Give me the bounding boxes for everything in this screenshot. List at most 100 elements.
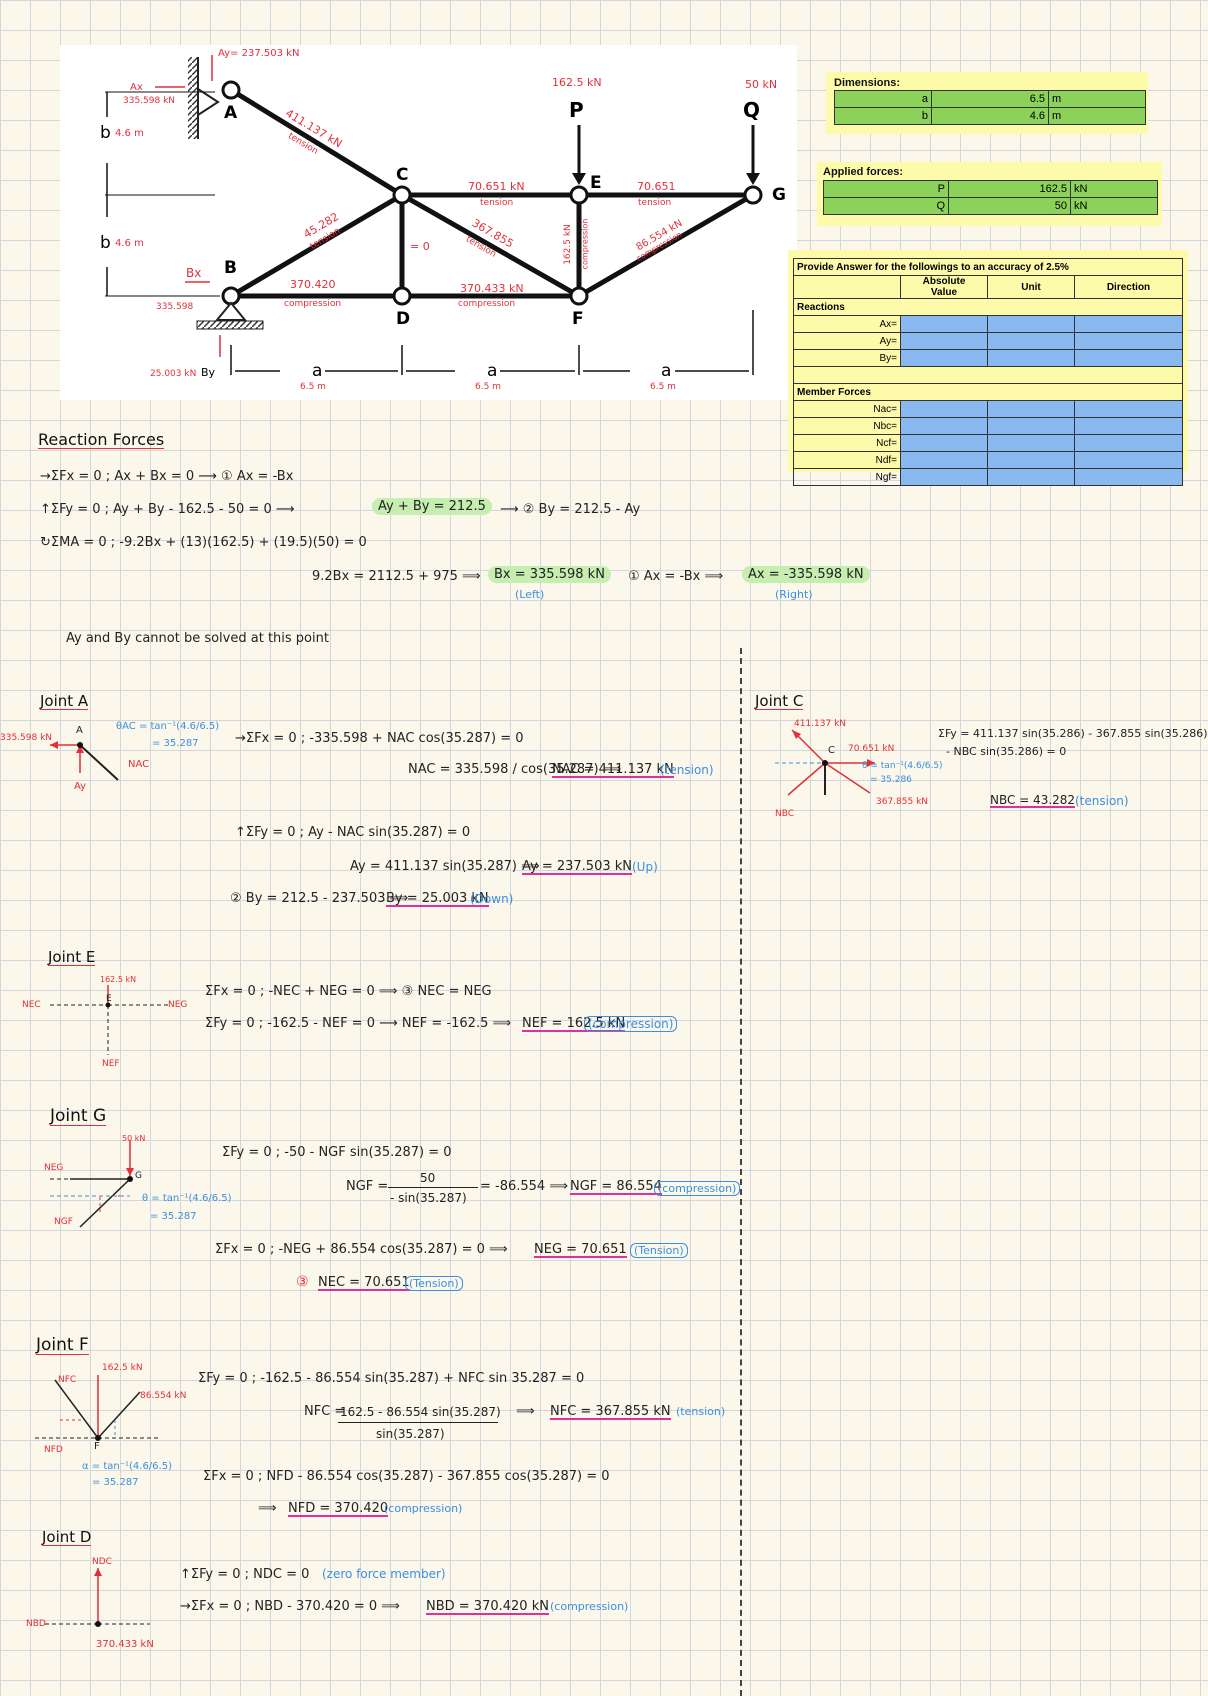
node-label-d: D (396, 309, 411, 329)
member-ncf-unit[interactable] (987, 434, 1075, 452)
node-label-f: F (572, 309, 584, 329)
reaction-eq-1: →ΣFx = 0 ; Ax + Bx = 0 ⟶ ① Ax = -Bx (40, 469, 294, 484)
joint-c-heading: Joint C (755, 692, 804, 710)
table-row: By= (793, 349, 1183, 367)
joint-g-neg-result: NEG = 70.651 (534, 1242, 627, 1258)
reaction-ay-label: Ay= (793, 332, 901, 350)
table-row: Ax= (793, 315, 1183, 333)
member-ncf-direction[interactable] (1074, 434, 1183, 452)
truss-members (229, 87, 755, 299)
dim-b-name: b (834, 107, 932, 125)
joint-d-heading: Joint D (42, 1528, 92, 1546)
joint-d-bottom: 370.433 kN (96, 1639, 154, 1650)
force-q-value[interactable]: 50 (948, 197, 1071, 215)
b-top-dim: 4.6 m (115, 128, 144, 139)
node-label-a: A (224, 103, 238, 123)
joint-f-fbd (35, 1375, 160, 1441)
a-label-1: a (312, 361, 323, 381)
joint-g-eq-2-lhs: NGF = (346, 1179, 389, 1194)
joint-f-nfc-result: NFC = 367.855 kN (550, 1404, 671, 1420)
joint-c-nbc: NBC (775, 809, 795, 819)
table-row: Ncf= (793, 434, 1183, 452)
reaction-by-value[interactable] (900, 349, 988, 367)
reaction-by-direction[interactable] (1074, 349, 1183, 367)
joint-g-eq-3: ΣFx = 0 ; -NEG + 86.554 cos(35.287) = 0 … (215, 1242, 508, 1257)
joint-a-ay-dir: (Up) (632, 860, 658, 874)
joint-g-heading: Joint G (50, 1106, 107, 1126)
bx-label: Bx (186, 266, 202, 280)
truss-figure (105, 55, 763, 375)
joint-g-lower: NGF (54, 1217, 73, 1227)
joint-a-eq-4: Ay = 411.137 sin(35.287) ⟹ (350, 859, 540, 874)
bx-value: 335.598 (156, 302, 194, 312)
member-ndf-value[interactable] (900, 451, 988, 469)
member-nbc-value[interactable] (900, 417, 988, 435)
member-bd-state: compression (284, 299, 342, 309)
b-top-label: b (100, 123, 111, 143)
joint-g-top: 50 kN (122, 1134, 146, 1143)
joint-f-eq-4: ⟹ (258, 1501, 277, 1516)
force-p-value[interactable]: 162.5 (948, 180, 1071, 198)
node-label-b: B (224, 258, 237, 278)
joint-f-eq-2-lhs: NFC = (304, 1404, 346, 1419)
dim-a-value[interactable]: 6.5 (931, 90, 1049, 108)
reaction-by-unit[interactable] (987, 349, 1075, 367)
dim-a-unit: m (1048, 90, 1146, 108)
reaction-ax-value[interactable] (900, 315, 988, 333)
joint-g-nec-result: NEC = 70.651 (318, 1275, 410, 1291)
member-ndf-unit[interactable] (987, 451, 1075, 469)
reaction-ax-label: Ax= (793, 315, 901, 333)
reaction-ay-direction[interactable] (1074, 332, 1183, 350)
joint-c (392, 185, 412, 205)
member-nac-unit[interactable] (987, 400, 1075, 418)
member-bd-label: 370.420 (290, 278, 336, 291)
joint-g-ngf-result: NGF = 86.554 (570, 1179, 662, 1195)
member-ngf-unit[interactable] (987, 468, 1075, 486)
joint-f-eq-1: ΣFy = 0 ; -162.5 - 86.554 sin(35.287) + … (198, 1371, 585, 1386)
joint-d (392, 286, 412, 306)
joint-f (569, 286, 589, 306)
joint-a-angle: θAC = tan⁻¹(4.6/6.5) (116, 721, 220, 732)
member-ngf-value[interactable] (900, 468, 988, 486)
reaction-ay-unit[interactable] (987, 332, 1075, 350)
reaction-ax-unit[interactable] (987, 315, 1075, 333)
member-nbc-direction[interactable] (1074, 417, 1183, 435)
reaction-ay-value[interactable] (900, 332, 988, 350)
load-label-p: P (569, 98, 584, 122)
force-p-unit: kN (1070, 180, 1158, 198)
member-nbc-unit[interactable] (987, 417, 1075, 435)
member-nac-label: Nac= (793, 400, 901, 418)
joint-c-eq-1: ΣFy = 411.137 sin(35.286) - 367.855 sin(… (938, 727, 1208, 740)
joint-e-heading: Joint E (48, 948, 96, 966)
member-ngf-direction[interactable] (1074, 468, 1183, 486)
dimensions-panel: Dimensions: a 6.5 m b 4.6 m (826, 72, 1148, 134)
member-ndf-direction[interactable] (1074, 451, 1183, 469)
joint-g-left: NEG (44, 1163, 64, 1173)
joint-a (221, 80, 241, 100)
table-row: Nac= (793, 400, 1183, 418)
joint-g-eq-2-num: 50 (420, 1171, 436, 1185)
joint-d-left: NBD (26, 1619, 46, 1629)
member-nac-value[interactable] (900, 400, 988, 418)
joint-f-top: 162.5 kN (102, 1363, 143, 1373)
truss-diagram: A B C D E F G P Q Ay= 237.503 kN Ax 335.… (60, 45, 797, 400)
table-row: a 6.5 m (834, 90, 1146, 108)
member-cd-label: = 0 (410, 240, 430, 253)
q-value: 50 kN (745, 78, 778, 91)
joint-f-eq-2-rhs: ⟹ (516, 1404, 535, 1419)
joint-f-angle: α = tan⁻¹(4.6/6.5) (82, 1461, 172, 1472)
answer-panel: Provide Answer for the followings to an … (788, 250, 1188, 486)
wall-support (188, 57, 198, 139)
load-label-q: Q (743, 98, 761, 122)
joint-a-eq-1: →ΣFx = 0 ; -335.598 + NAC cos(35.287) = … (235, 731, 524, 746)
member-ncf-value[interactable] (900, 434, 988, 452)
member-nbc-label: Nbc= (793, 417, 901, 435)
member-eg-state: tension (638, 198, 672, 208)
node-label-g: G (772, 185, 786, 205)
a-dim-3: 6.5 m (650, 382, 676, 392)
member-nac-direction[interactable] (1074, 400, 1183, 418)
table-row: Ngf= (793, 468, 1183, 486)
reaction-ax-direction[interactable] (1074, 315, 1183, 333)
dim-b-value[interactable]: 4.6 (931, 107, 1049, 125)
joint-a-ay: Ay (74, 781, 87, 792)
